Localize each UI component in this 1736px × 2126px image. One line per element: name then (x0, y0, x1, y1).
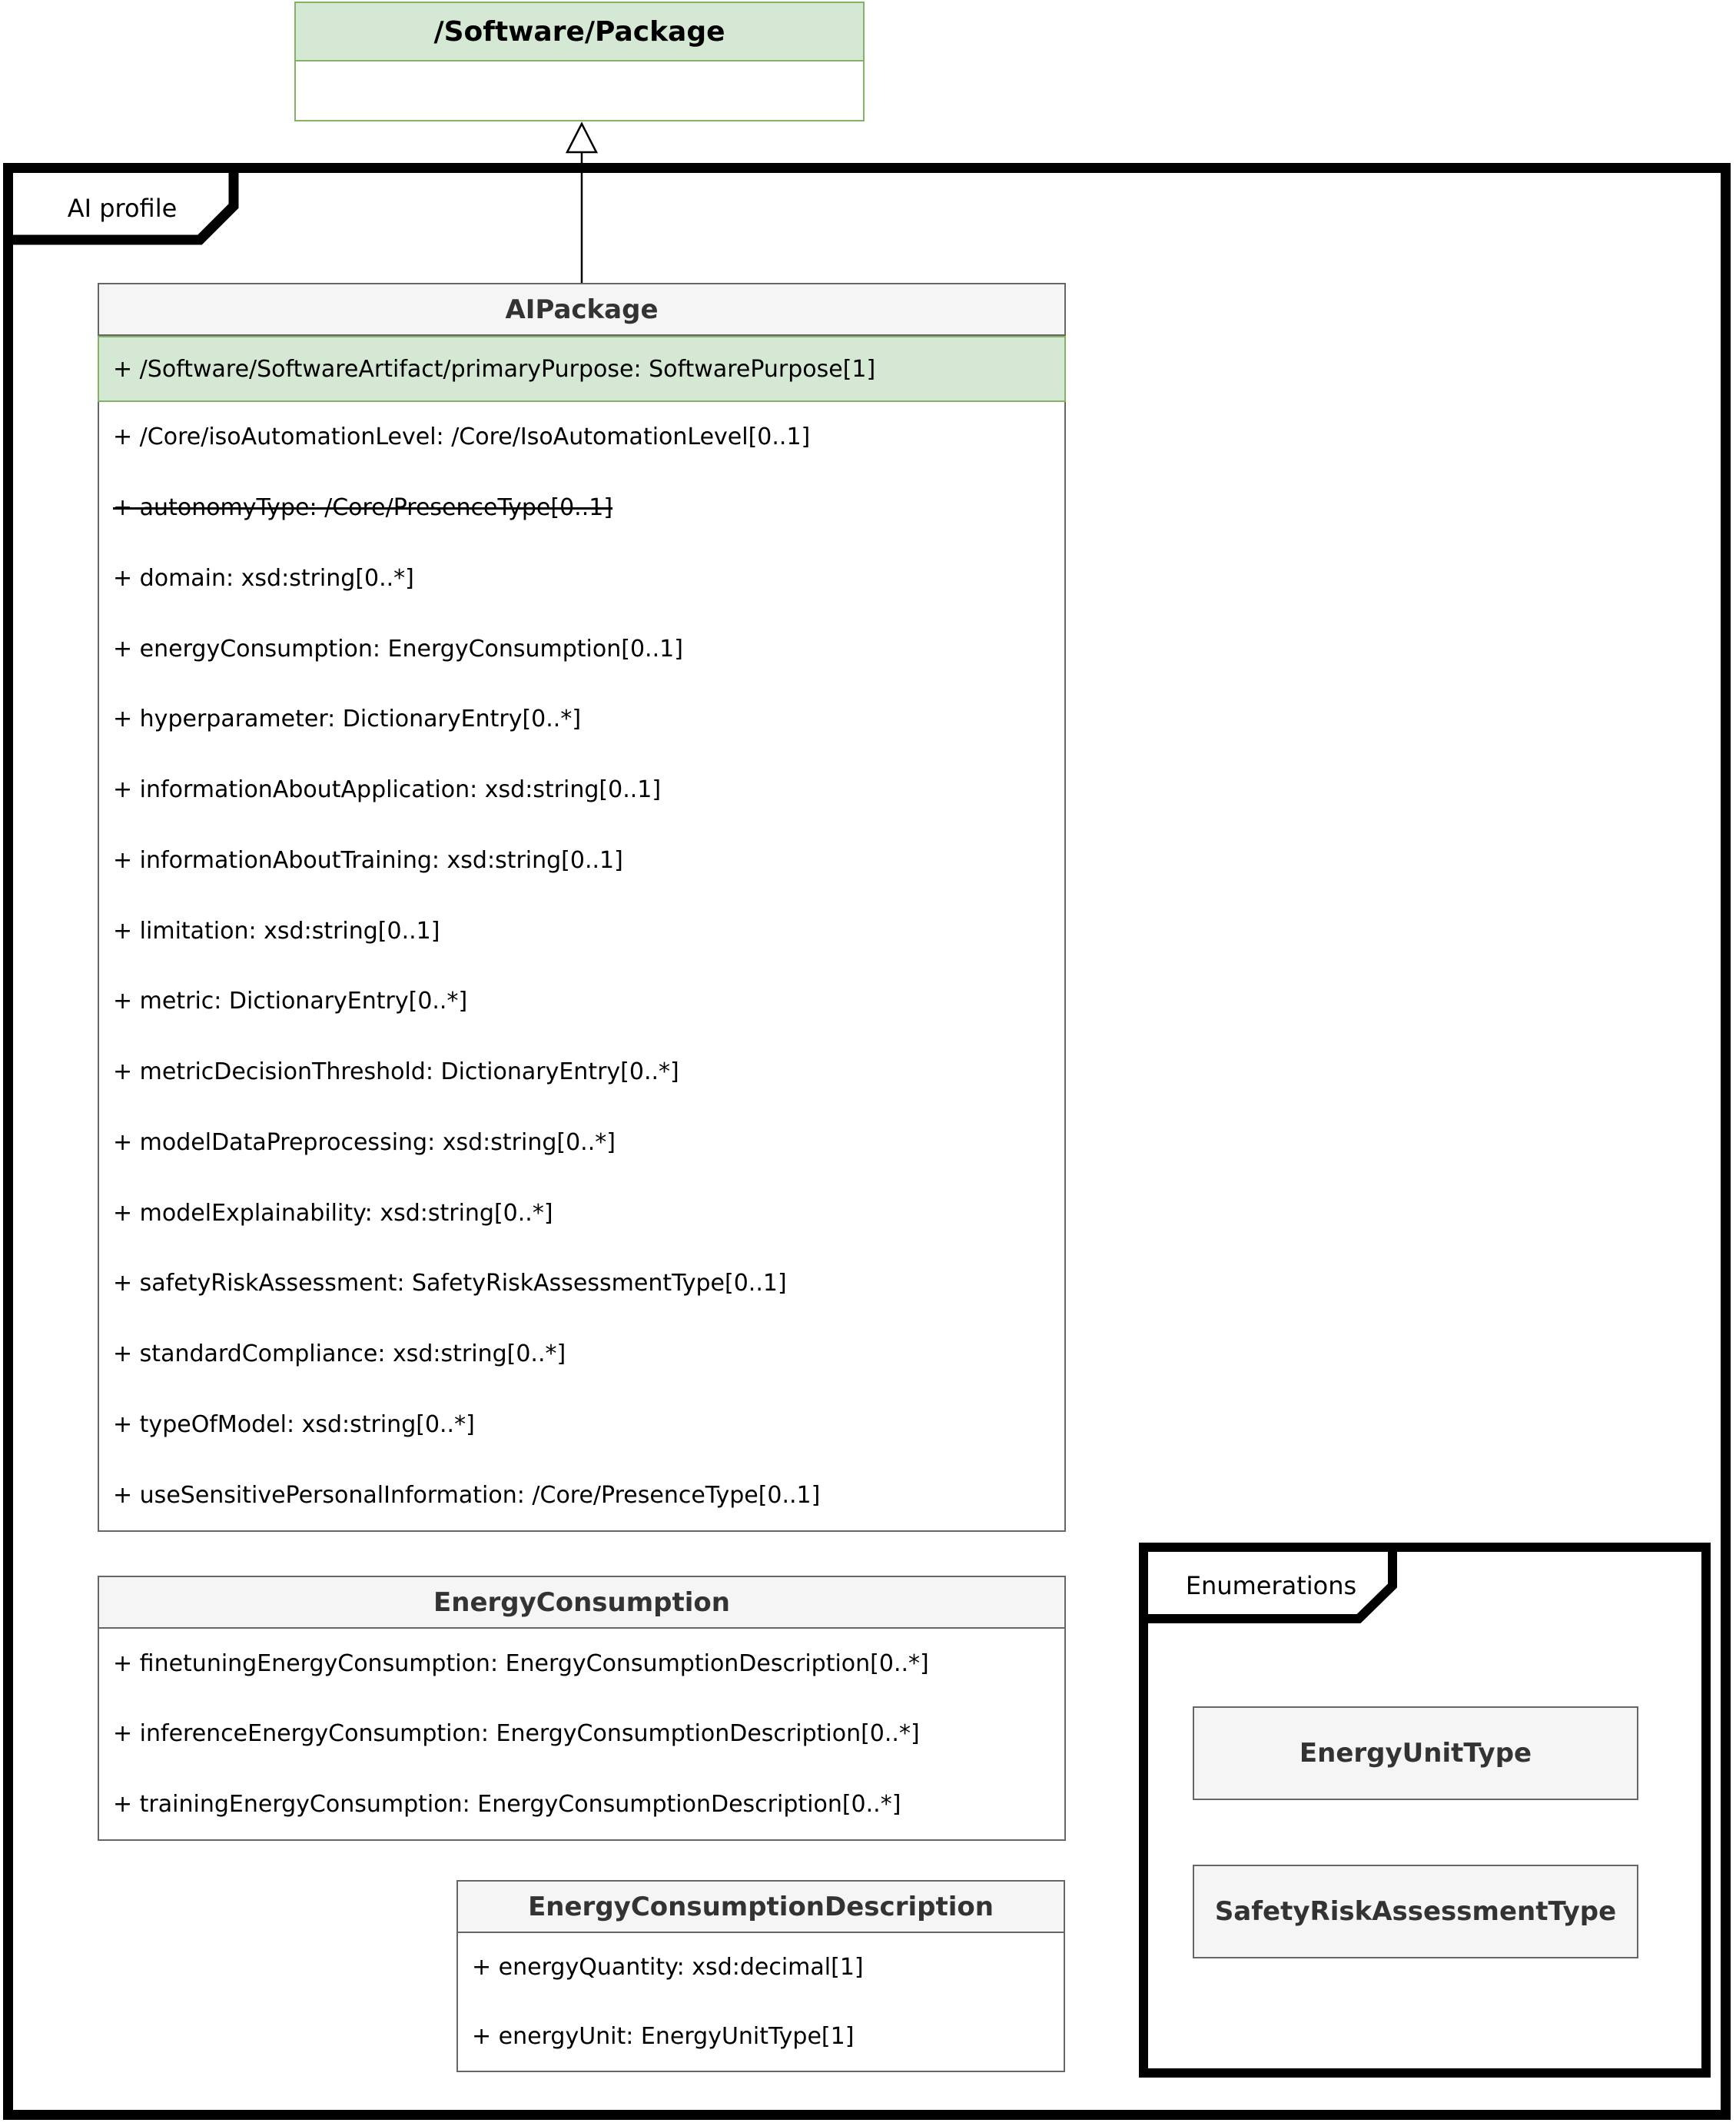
attribute-row: + modelExplainability: xsd:string[0..*] (113, 1199, 553, 1227)
attribute-list-aipackage: + /Core/isoAutomationLevel: /Core/IsoAut… (99, 402, 1064, 1530)
class-title-energy-consumption: EnergyConsumption (99, 1577, 1064, 1629)
attribute-row: + metric: DictionaryEntry[0..*] (113, 988, 468, 1015)
enum-box-energy-unit-type: EnergyUnitType (1193, 1706, 1638, 1800)
attribute-row: + inferenceEnergyConsumption: EnergyCons… (113, 1720, 920, 1748)
class-title-aipackage: AIPackage (99, 284, 1064, 336)
frame-tab-shape (1139, 1543, 1397, 1623)
attribute-row: + /Core/isoAutomationLevel: /Core/IsoAut… (113, 424, 811, 451)
class-title-software-package: /Software/Package (296, 3, 863, 61)
attribute-row: + metricDecisionThreshold: DictionaryEnt… (113, 1058, 679, 1086)
attribute-row: + hyperparameter: DictionaryEntry[0..*] (113, 706, 582, 733)
attribute-row: + autonomyType: /Core/PresenceType[0..1] (113, 494, 613, 522)
enum-box-safety-risk-assessment-type: SafetyRiskAssessmentType (1193, 1865, 1638, 1958)
class-title-energy-consumption-description: EnergyConsumptionDescription (458, 1882, 1064, 1933)
frame-label-enumerations: Enumerations (1185, 1571, 1357, 1600)
attribute-list-ecd: + energyQuantity: xsd:decimal[1] + energ… (458, 1933, 1064, 2071)
attribute-row: + informationAboutApplication: xsd:strin… (113, 776, 662, 804)
class-body-empty (296, 61, 863, 120)
attribute-row: + energyQuantity: xsd:decimal[1] (472, 1954, 864, 1981)
attribute-row: + modelDataPreprocessing: xsd:string[0..… (113, 1128, 616, 1156)
class-box-energy-consumption-description: EnergyConsumptionDescription + energyQua… (456, 1880, 1065, 2072)
attribute-row: + safetyRiskAssessment: SafetyRiskAssess… (113, 1270, 787, 1297)
attribute-row: + standardCompliance: xsd:string[0..*] (113, 1340, 566, 1368)
attribute-row: + finetuningEnergyConsumption: EnergyCon… (113, 1650, 929, 1678)
inheritance-arrow-icon (565, 121, 599, 284)
attribute-row: + energyConsumption: EnergyConsumption[0… (113, 635, 683, 663)
attribute-row: + limitation: xsd:string[0..1] (113, 917, 440, 945)
attribute-row: + energyUnit: EnergyUnitType[1] (472, 2022, 855, 2050)
class-box-energy-consumption: EnergyConsumption + finetuningEnergyCons… (98, 1576, 1066, 1841)
attribute-list-energy-consumption: + finetuningEnergyConsumption: EnergyCon… (99, 1629, 1064, 1839)
frame-ai-profile: AI profile AIPackage + /Software/Softwar… (3, 163, 1731, 2120)
class-box-software-package: /Software/Package (294, 2, 865, 121)
attribute-row-primary-purpose: + /Software/SoftwareArtifact/primaryPurp… (98, 336, 1066, 402)
attribute-row: + trainingEnergyConsumption: EnergyConsu… (113, 1790, 901, 1818)
attribute-row: + typeOfModel: xsd:string[0..*] (113, 1410, 475, 1438)
frame-enumerations: Enumerations EnergyUnitType SafetyRiskAs… (1139, 1543, 1711, 2078)
attribute-row: + informationAboutTraining: xsd:string[0… (113, 846, 623, 874)
frame-tab-shape (3, 163, 239, 245)
attribute-row: + domain: xsd:string[0..*] (113, 564, 414, 592)
frame-label-ai-profile: AI profile (67, 194, 178, 223)
attribute-row: + useSensitivePersonalInformation: /Core… (113, 1481, 821, 1509)
class-box-aipackage: AIPackage + /Software/SoftwareArtifact/p… (98, 283, 1066, 1532)
